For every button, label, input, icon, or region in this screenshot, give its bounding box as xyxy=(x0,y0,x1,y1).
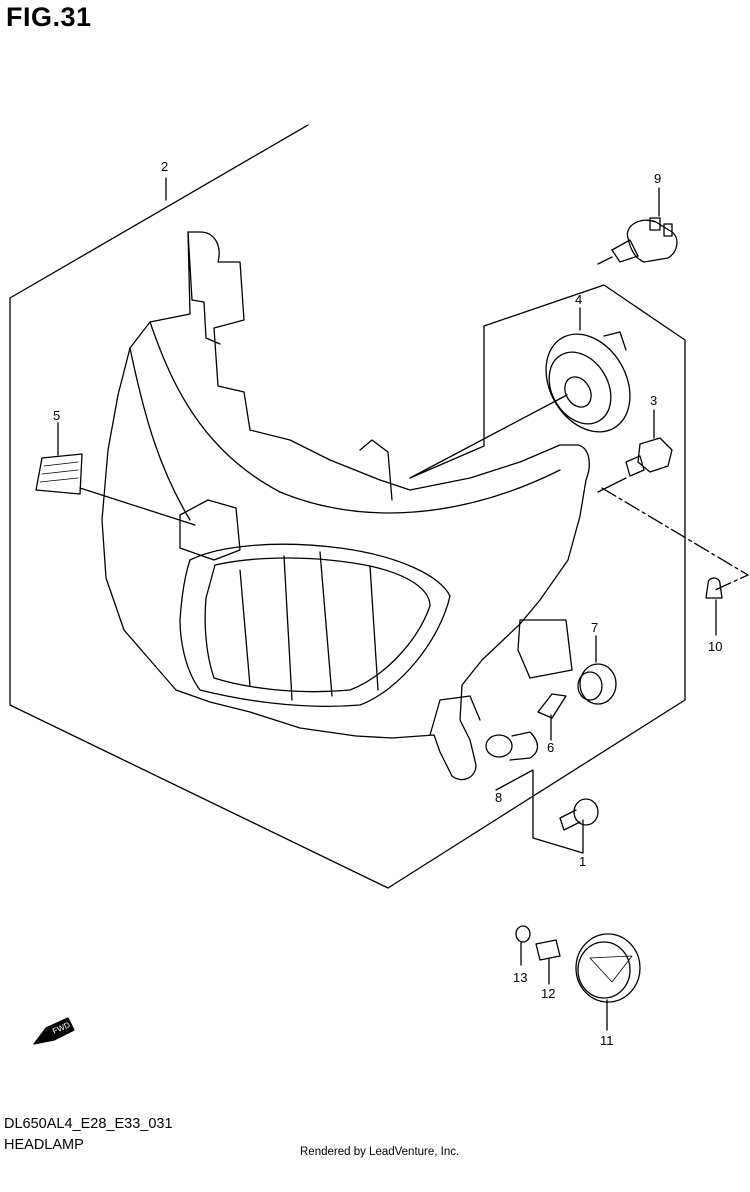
leader-8-1 xyxy=(495,769,584,854)
assembly-outline xyxy=(9,124,686,889)
leader-10-dashed xyxy=(601,487,749,591)
wedge-bulb xyxy=(705,577,723,599)
inner-bracket-line xyxy=(409,284,605,479)
leader-4-socket xyxy=(409,394,568,479)
figure-code: DL650AL4_E28_E33_031 xyxy=(4,1116,173,1132)
round-reflector-lens xyxy=(575,933,641,1003)
fwd-arrow-icon xyxy=(33,1017,75,1045)
figure-name: HEADLAMP xyxy=(4,1137,84,1153)
callout-12: 12 xyxy=(541,986,555,1001)
callout-3: 3 xyxy=(650,393,657,408)
callout-9: 9 xyxy=(654,171,661,186)
callout-7: 7 xyxy=(591,620,598,635)
callout-11: 11 xyxy=(600,1033,614,1048)
callout-10: 10 xyxy=(708,639,722,654)
bulb-cover-ring xyxy=(545,331,631,433)
leader-9-lamp xyxy=(597,256,613,265)
headlamp-housing xyxy=(101,231,590,781)
spacer-collar xyxy=(535,939,561,961)
cushion-pad xyxy=(537,693,567,719)
callout-6: 6 xyxy=(547,740,554,755)
position-lamp-socket xyxy=(625,437,673,477)
leader-3-lamp xyxy=(597,477,627,493)
callout-8: 8 xyxy=(495,790,502,805)
callout-2: 2 xyxy=(161,159,168,174)
figure-title: FIG.31 xyxy=(6,2,92,32)
callout-5: 5 xyxy=(53,408,60,423)
callout-13: 13 xyxy=(513,970,527,985)
callout-4: 4 xyxy=(575,292,582,307)
screw xyxy=(559,798,599,831)
washer xyxy=(515,925,531,943)
headlight-bulb xyxy=(611,217,678,263)
damper-round xyxy=(577,663,617,705)
render-credit: Rendered by LeadVenture, Inc. xyxy=(300,1146,460,1158)
reflex-reflector xyxy=(35,453,83,495)
grommet xyxy=(485,731,539,761)
leader-5-block xyxy=(79,487,196,526)
callout-1: 1 xyxy=(579,854,586,869)
